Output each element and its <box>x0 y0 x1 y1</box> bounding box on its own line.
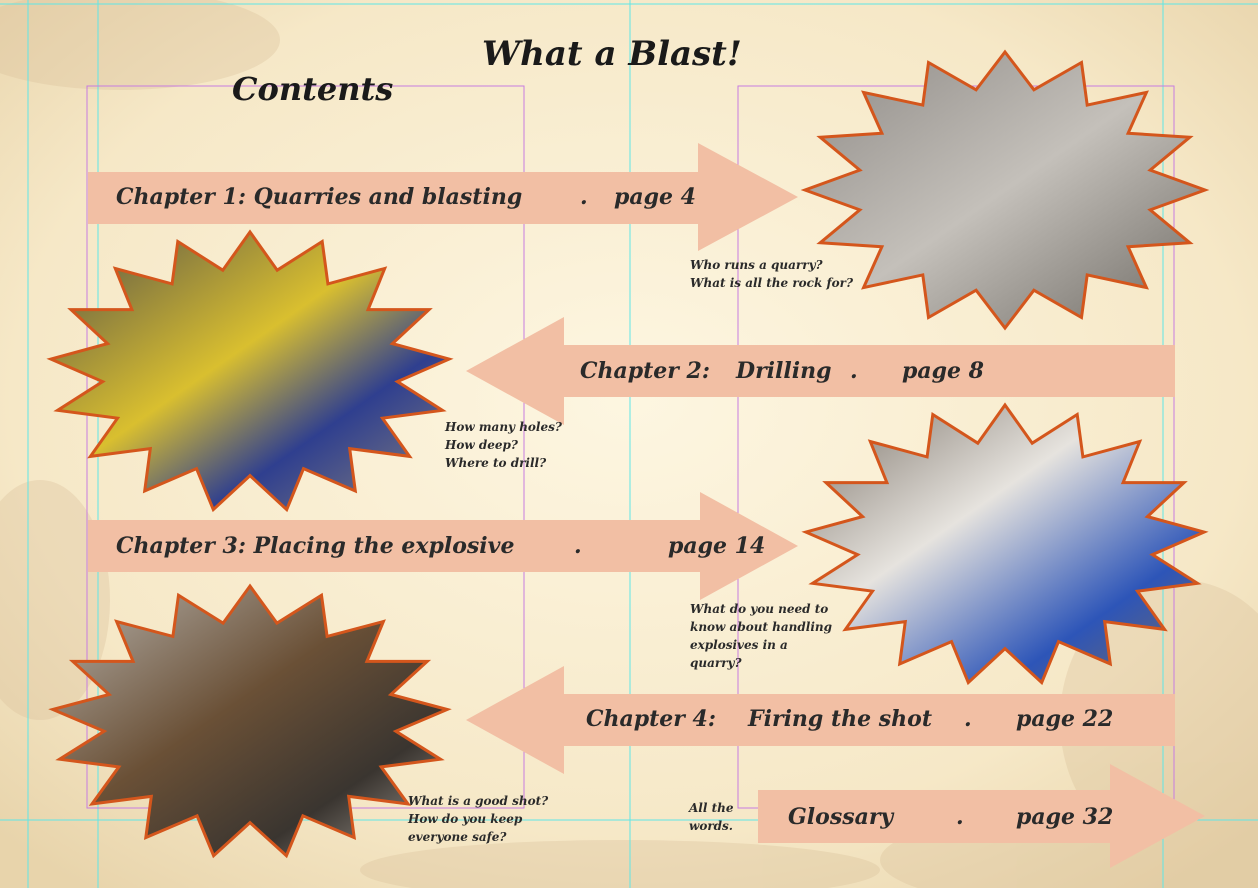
question-line: All the <box>689 801 734 815</box>
chapter-4-dot: . <box>964 706 972 732</box>
chapter-2-subtitle[interactable]: Drilling <box>736 358 832 384</box>
chapter-4-page[interactable]: page 22 <box>1016 706 1114 732</box>
chapter-2-dot: . <box>850 358 858 384</box>
chapter-4-title[interactable]: Chapter 4: <box>586 706 716 732</box>
glossary-page[interactable]: page 32 <box>1016 804 1114 830</box>
question-line: How many holes? <box>445 420 562 434</box>
question-line: What do you need to <box>690 602 829 616</box>
chapter-3-arrow <box>88 492 798 600</box>
page-title: What a Blast! <box>482 34 742 74</box>
photo-burst-explosive <box>801 402 1209 686</box>
chapter-4-subtitle[interactable]: Firing the shot <box>748 706 932 732</box>
glossary-dot: . <box>956 804 964 830</box>
chapter-4-questions: What is a good shot? How do you keep eve… <box>408 792 548 846</box>
question-line: Where to drill? <box>445 456 547 470</box>
chapter-2-title[interactable]: Chapter 2: <box>580 358 710 384</box>
photo-burst-drilling <box>46 229 454 513</box>
question-line: know about handling <box>690 620 833 634</box>
glossary-arrow <box>758 764 1205 868</box>
question-line: Who runs a quarry? <box>690 258 823 272</box>
question-line: everyone safe? <box>408 830 507 844</box>
glossary-title[interactable]: Glossary <box>788 804 894 830</box>
chapter-1-dot: . <box>580 184 588 210</box>
question-line: How do you keep <box>408 812 523 826</box>
chapter-3-page[interactable]: page 14 <box>668 533 766 559</box>
chapter-2-questions: How many holes? How deep? Where to drill… <box>445 418 562 472</box>
chapter-3-questions: What do you need to know about handling … <box>690 600 832 672</box>
chapter-3-title[interactable]: Chapter 3: Placing the explosive <box>116 533 515 559</box>
question-line: What is a good shot? <box>408 794 549 808</box>
chapter-2-page[interactable]: page 8 <box>902 358 984 384</box>
question-line: How deep? <box>445 438 518 452</box>
glossary-questions: All the words. <box>689 799 734 835</box>
chapter-4-arrow <box>466 666 1175 774</box>
chapter-1-title[interactable]: Chapter 1: Quarries and blasting <box>116 184 523 210</box>
chapter-3-dot: . <box>574 533 582 559</box>
question-line: explosives in a <box>690 638 788 652</box>
question-line: quarry? <box>690 656 742 670</box>
chapter-1-questions: Who runs a quarry? What is all the rock … <box>690 256 853 292</box>
chapter-1-page[interactable]: page 4 <box>614 184 696 210</box>
contents-heading: Contents <box>232 70 394 108</box>
chapter-2-arrow <box>466 317 1175 425</box>
photo-burst-quarry-workers <box>800 49 1210 331</box>
question-line: words. <box>689 819 733 833</box>
chapter-1-arrow <box>88 143 798 251</box>
question-line: What is all the rock for? <box>690 276 853 290</box>
photo-burst-firing <box>48 583 452 859</box>
